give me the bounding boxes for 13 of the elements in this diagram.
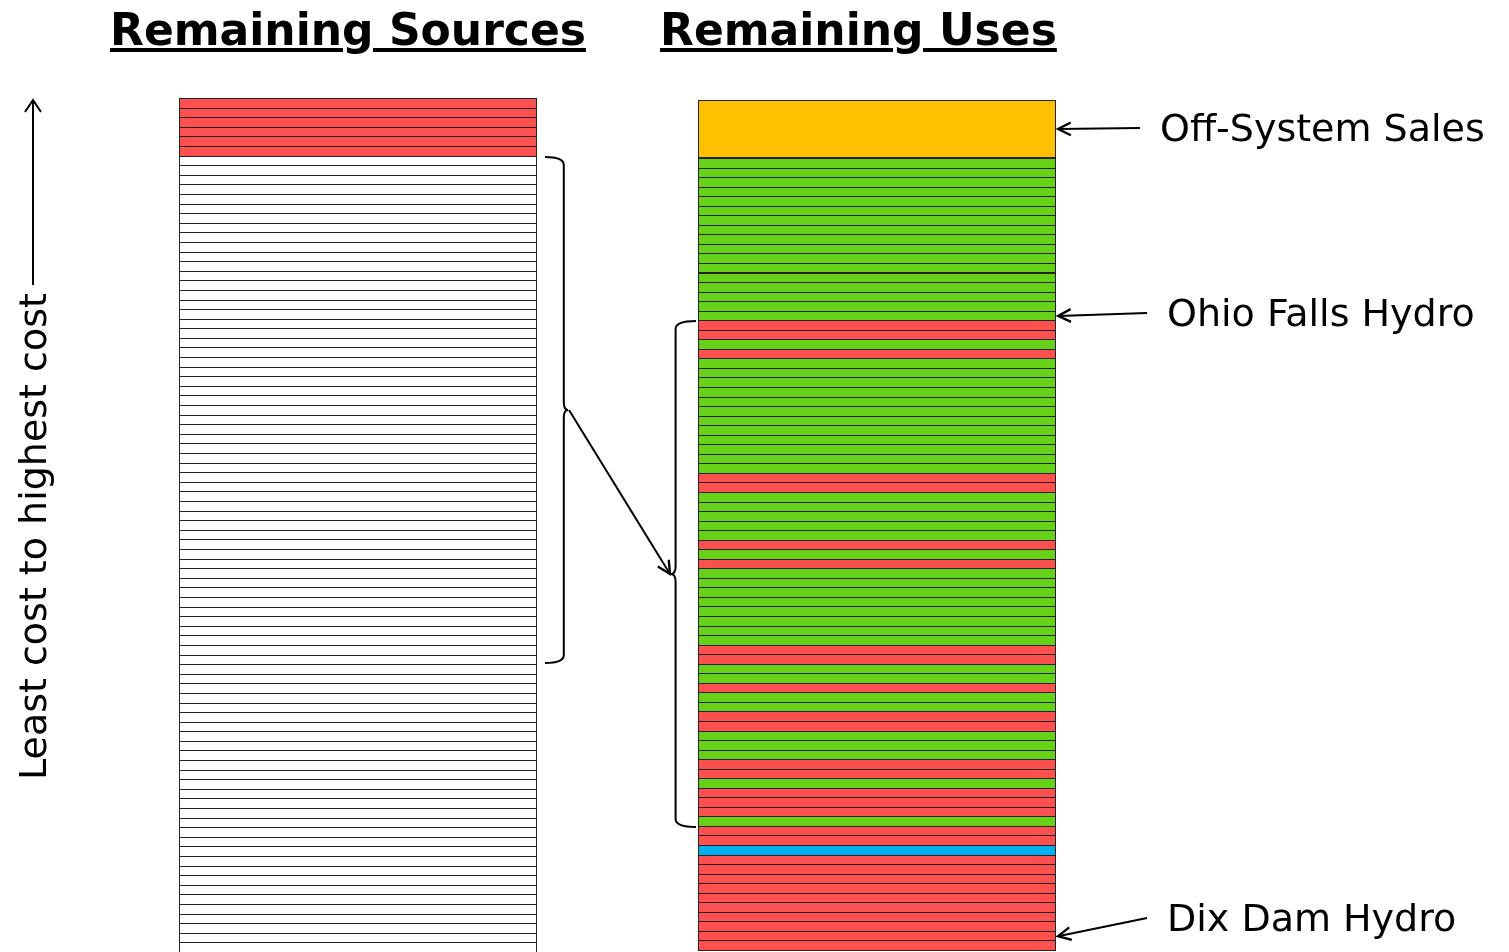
arrow (568, 409, 672, 576)
leader-arrow (1056, 917, 1148, 942)
callout-label: Ohio Falls Hydro (1167, 290, 1475, 336)
column-heading: Remaining Uses (660, 3, 1057, 57)
bar-segment (698, 100, 1056, 158)
leader-arrow (1056, 307, 1148, 324)
column-heading: Remaining Sources (110, 3, 586, 57)
axis-label: Least cost to highest cost (10, 293, 56, 780)
leader-arrow (1056, 121, 1141, 137)
curly-bracket (670, 319, 698, 829)
callout-label: Off-System Sales (1160, 105, 1485, 151)
callout-label: Dix Dam Hydro (1167, 895, 1457, 941)
curly-bracket (543, 155, 569, 665)
